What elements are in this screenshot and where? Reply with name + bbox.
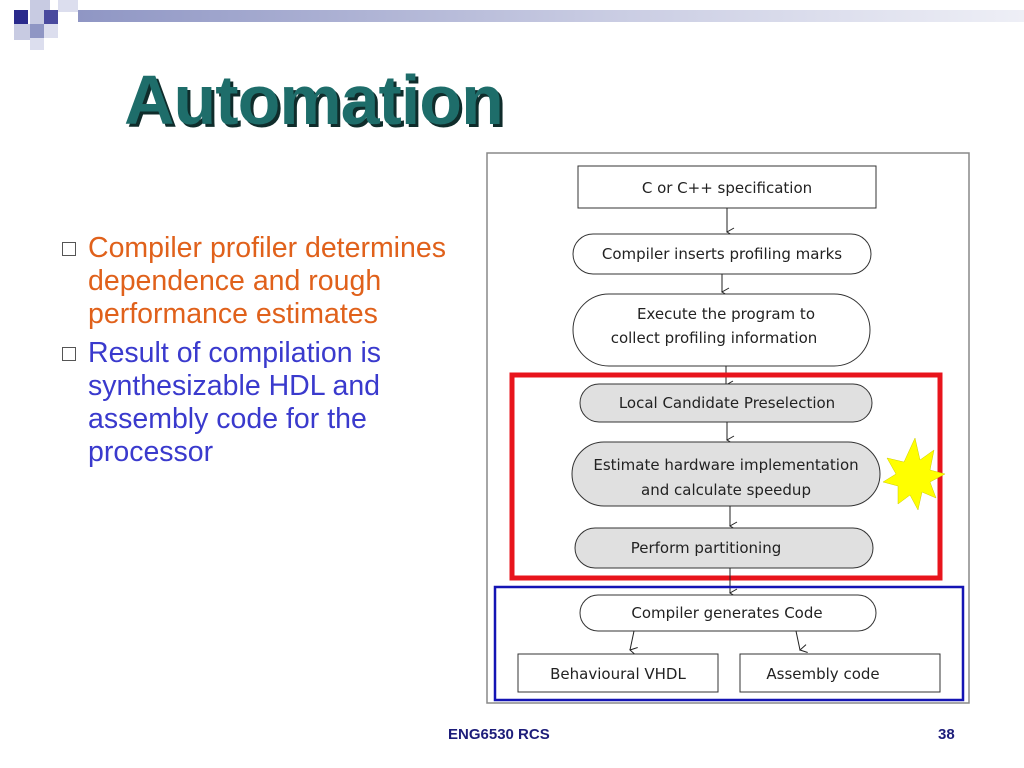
codegen-node [579, 594, 877, 632]
bullet-item: Compiler profiler determines dependence … [62, 232, 452, 331]
bullet-text: Result of compilation is synthesizable H… [88, 337, 382, 468]
spec-label: C or C++ specification [642, 179, 812, 197]
preselection-label: Local Candidate Preselection [619, 394, 835, 412]
assembly-label: Assembly code [766, 665, 879, 683]
corner-square-dark-1 [14, 10, 28, 24]
corner-square-mid-1 [44, 10, 58, 24]
partitioning-label: Perform partitioning [631, 539, 782, 557]
partitioning-node [574, 527, 874, 569]
execute-node [572, 293, 871, 367]
corner-square-mid-2 [30, 24, 44, 38]
code-generation-highlight [493, 585, 965, 702]
codegen-label: Compiler generates Code [631, 604, 822, 622]
bullet-list: Compiler profiler determines dependence … [62, 232, 452, 475]
top-accent-bar [78, 10, 1024, 22]
arrow-8 [795, 630, 808, 653]
execute-label-line1: Execute the program to [637, 305, 815, 323]
square-bullet-icon [62, 242, 76, 256]
estimate-node [571, 441, 881, 507]
square-bullet-icon [62, 347, 76, 361]
estimate-label-line1: Estimate hardware implementation [593, 456, 858, 474]
bullet-item: Result of compilation is synthesizable H… [62, 337, 452, 469]
corner-square-light-2 [58, 0, 78, 12]
execute-label-line2: collect profiling information [611, 329, 818, 347]
arrow-7 [629, 630, 638, 656]
assembly-box [739, 653, 941, 693]
starburst-icon [882, 437, 946, 511]
bullet-text: Compiler profiler determines dependence … [88, 232, 446, 330]
flow-diagram: C or C++ specification Compiler inserts … [486, 152, 970, 704]
estimate-label-line2: and calculate speedup [641, 481, 811, 499]
corner-square-light-5 [30, 38, 44, 50]
vhdl-box [517, 653, 719, 693]
preselection-node [579, 383, 873, 423]
slide-title: Automation [124, 61, 504, 139]
profiling-marks-label: Compiler inserts profiling marks [602, 245, 842, 263]
corner-square-light-3 [14, 24, 30, 40]
corner-square-light-4 [44, 24, 58, 38]
vhdl-label: Behavioural VHDL [550, 665, 686, 683]
footer-course: ENG6530 RCS [448, 726, 550, 743]
footer-page-number: 38 [938, 726, 955, 743]
